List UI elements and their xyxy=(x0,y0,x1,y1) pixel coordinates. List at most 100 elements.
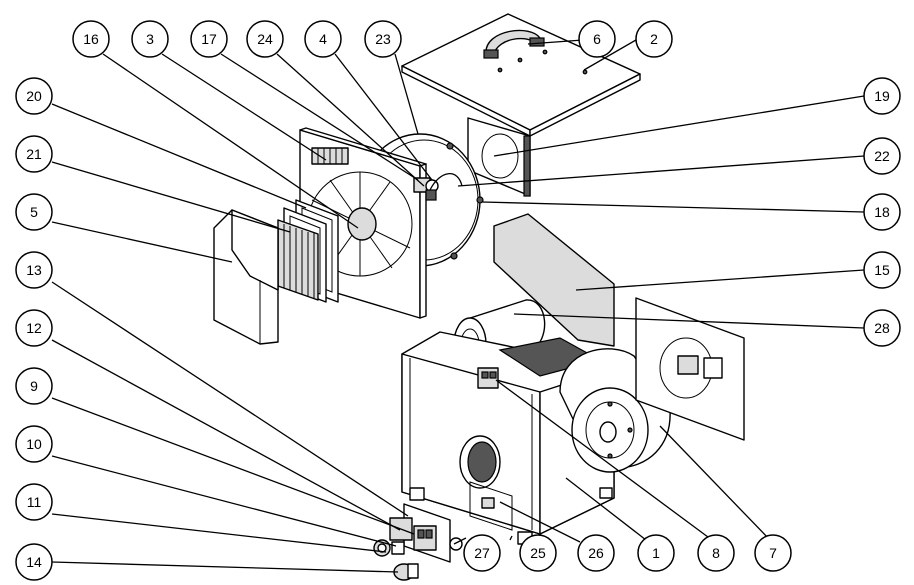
leader-10 xyxy=(51,455,397,547)
callout-label-22: 22 xyxy=(874,148,890,164)
back-plate xyxy=(467,117,531,197)
callout-26: 26 xyxy=(577,534,615,572)
callout-label-25: 25 xyxy=(530,545,546,561)
callouts: 16 3 17 24 4 23 6 2 19 22 18 15 28 20 21… xyxy=(15,20,901,581)
leader-9 xyxy=(51,397,415,535)
callout-24: 24 xyxy=(246,20,284,58)
callout-27: 27 xyxy=(463,534,501,572)
callout-7: 7 xyxy=(754,534,792,572)
leader-11 xyxy=(51,513,387,553)
terminal-strip xyxy=(311,147,349,165)
filter-cover xyxy=(213,209,279,345)
pre-filter-panel xyxy=(493,213,615,347)
leader-28 xyxy=(513,313,865,329)
leader-25 xyxy=(509,535,513,541)
callout-label-28: 28 xyxy=(874,320,890,336)
callout-label-18: 18 xyxy=(874,204,890,220)
callout-label-24: 24 xyxy=(257,31,273,47)
callout-label-26: 26 xyxy=(588,545,604,561)
callout-label-17: 17 xyxy=(201,31,217,47)
callout-16: 16 xyxy=(72,20,110,58)
hepa-filter xyxy=(277,219,319,301)
callout-13: 13 xyxy=(15,251,53,289)
leader-26 xyxy=(499,501,581,543)
callout-12: 12 xyxy=(15,309,53,347)
callout-23: 23 xyxy=(364,20,402,58)
lower-compartment xyxy=(469,481,513,531)
leader-19 xyxy=(493,95,865,157)
leader-24 xyxy=(276,53,425,187)
callout-label-2: 2 xyxy=(650,31,658,47)
callout-label-4: 4 xyxy=(319,31,327,47)
callout-label-8: 8 xyxy=(712,545,720,561)
callout-20: 20 xyxy=(15,77,53,115)
callout-label-6: 6 xyxy=(593,31,601,47)
callout-4: 4 xyxy=(304,20,342,58)
cable-gland xyxy=(373,539,405,557)
leader-13 xyxy=(51,281,409,517)
leader-14 xyxy=(51,561,399,573)
callout-label-27: 27 xyxy=(474,545,490,561)
callout-label-12: 12 xyxy=(26,320,42,336)
callout-label-21: 21 xyxy=(26,146,42,162)
leader-8 xyxy=(495,379,713,541)
leader-2 xyxy=(583,39,637,71)
callout-11: 11 xyxy=(15,483,53,521)
callout-label-7: 7 xyxy=(769,545,777,561)
leader-7 xyxy=(659,425,771,541)
leader-12 xyxy=(51,339,401,531)
side-inlet xyxy=(459,435,501,489)
callout-21: 21 xyxy=(15,135,53,173)
callout-19: 19 xyxy=(863,77,901,115)
callout-label-14: 14 xyxy=(26,554,42,570)
leader-16 xyxy=(102,53,359,229)
callout-label-3: 3 xyxy=(146,31,154,47)
callout-label-15: 15 xyxy=(874,262,890,278)
leader-20 xyxy=(51,103,307,209)
callout-label-10: 10 xyxy=(26,436,42,452)
side-panel xyxy=(635,297,745,441)
callout-22: 22 xyxy=(863,137,901,175)
hose xyxy=(429,173,463,191)
callout-label-13: 13 xyxy=(26,262,42,278)
callout-label-5: 5 xyxy=(30,204,38,220)
leader-lines xyxy=(51,39,865,573)
callout-18: 18 xyxy=(863,193,901,231)
callout-2: 2 xyxy=(635,20,673,58)
leader-23 xyxy=(394,53,419,135)
callout-15: 15 xyxy=(863,251,901,289)
leader-4 xyxy=(334,53,433,181)
callout-17: 17 xyxy=(190,20,228,58)
leader-3 xyxy=(161,53,327,161)
leader-6 xyxy=(527,39,584,45)
callout-10: 10 xyxy=(15,425,53,463)
top-lid xyxy=(401,13,641,137)
callout-3: 3 xyxy=(131,20,169,58)
leader-18 xyxy=(481,201,865,213)
leader-15 xyxy=(575,269,865,291)
callout-14: 14 xyxy=(15,543,53,581)
leader-22 xyxy=(457,155,865,187)
leader-21 xyxy=(51,161,291,233)
handle xyxy=(483,29,545,59)
callout-9: 9 xyxy=(15,367,53,405)
callout-label-20: 20 xyxy=(26,88,42,104)
callout-8: 8 xyxy=(697,534,735,572)
leader-27 xyxy=(453,537,467,545)
callout-1: 1 xyxy=(637,534,675,572)
callout-25: 25 xyxy=(519,534,557,572)
callout-6: 6 xyxy=(578,20,616,58)
callout-5: 5 xyxy=(15,193,53,231)
terminal-block xyxy=(477,367,499,389)
parts-drawing xyxy=(213,13,745,581)
leader-5 xyxy=(51,221,233,263)
callout-label-23: 23 xyxy=(375,31,391,47)
callout-label-16: 16 xyxy=(83,31,99,47)
callout-label-11: 11 xyxy=(27,494,42,510)
callout-label-1: 1 xyxy=(652,545,660,561)
leader-17 xyxy=(220,53,419,181)
callout-label-9: 9 xyxy=(30,378,38,394)
callout-label-19: 19 xyxy=(874,88,890,104)
